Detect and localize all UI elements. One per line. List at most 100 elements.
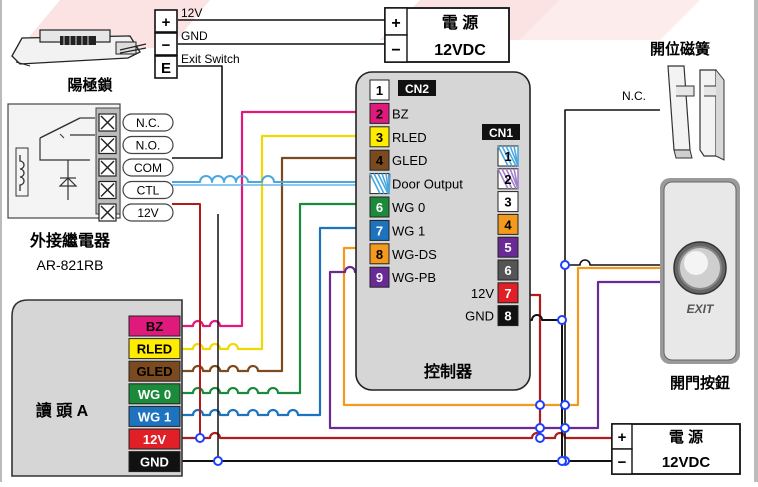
power-bottom-voltage: 12VDC <box>662 454 711 471</box>
junction-dot <box>557 456 567 466</box>
relay-pin-4: 12V <box>98 203 174 222</box>
cn1-pin-1: 1 <box>497 145 519 167</box>
cn1-pin-number: 8 <box>504 309 511 324</box>
cn1-pin-number: 5 <box>504 240 511 255</box>
wire-wg0 <box>180 202 370 395</box>
cn2-pin-number: 3 <box>376 130 383 145</box>
reader-wire-0: BZ <box>128 315 181 337</box>
junction-dot <box>535 433 545 443</box>
cn1-pin-6: 6 <box>497 259 519 281</box>
relay-title: 外接繼電器 <box>29 231 111 250</box>
wire-cn1-gnd <box>518 314 563 461</box>
power-top-plus: + <box>391 15 400 32</box>
exit-button-face-text: EXIT <box>687 302 715 316</box>
relay-pin-label: N.O. <box>136 139 161 153</box>
cn2-pin-number: 4 <box>376 153 384 168</box>
power-supply-bottom: + − 電 源 12VDC <box>611 423 741 475</box>
cn1-pin-3: 3 <box>497 191 519 213</box>
wire-layer <box>172 19 660 462</box>
junction-dot <box>560 423 570 433</box>
cn1-header: CN1 <box>482 124 520 140</box>
wire-relay-12v <box>172 203 201 438</box>
top-terminal-0: +12V <box>154 6 202 33</box>
reader-wire-6: GND <box>128 451 181 473</box>
top-terminal-symbol: E <box>161 60 171 77</box>
cn1-pin-2: 2 <box>497 168 519 190</box>
top-terminal-symbol: + <box>162 14 171 31</box>
junction-dot <box>195 433 205 443</box>
cn1-pin-number: 6 <box>504 263 511 278</box>
cn2-pin-label: WG 1 <box>392 223 425 238</box>
top-terminal-label: 12V <box>181 6 202 20</box>
door-sensor-title: 開位磁簧 <box>650 40 710 58</box>
cn2-pin-number: 7 <box>376 223 383 238</box>
wire-wg1 <box>180 226 370 417</box>
relay-pin-1: N.O. <box>98 135 174 155</box>
wire-bz <box>180 110 370 328</box>
reader-wire-2: GLED <box>128 360 181 382</box>
wire-wgpb <box>328 265 660 430</box>
cn2-pin-label: WG-DS <box>392 247 437 262</box>
junction-dots <box>195 260 570 466</box>
cn2-pin-number: 8 <box>376 247 383 262</box>
reader-wire-label: RLED <box>137 342 172 357</box>
wire-12v-reader <box>180 431 612 440</box>
cn1-pin-4: 4 <box>497 213 519 235</box>
cn2-pin-1: 1 <box>369 79 390 101</box>
relay-pin-label: CTL <box>137 184 160 198</box>
cn2-pin-number: 1 <box>376 83 383 98</box>
reader-wire-5: 12V <box>128 428 181 450</box>
relay-pin-list: N.C. N.O. COM CTL 12V <box>98 113 174 222</box>
cn2-pin-number: 2 <box>376 106 383 121</box>
cn1-pin-label: GND <box>465 309 494 324</box>
reader-wire-3: WG 0 <box>128 383 181 405</box>
cn1-pin-number: 1 <box>504 149 511 164</box>
junction-dot <box>560 260 570 270</box>
top-terminal-symbol: − <box>162 37 171 54</box>
junction-dot <box>535 400 545 410</box>
relay-pin-label: 12V <box>137 206 158 220</box>
cn1-label: CN1 <box>489 126 513 140</box>
controller-title: 控制器 <box>424 362 473 381</box>
cn2-pin-8: 8 WG-DS <box>369 243 437 265</box>
junction-dot <box>535 423 545 433</box>
wire-nc-sensor <box>564 109 660 461</box>
reader-wire-1: RLED <box>128 338 181 360</box>
exit-button-title: 開門按鈕 <box>670 374 730 392</box>
reader-title: 讀 頭 A <box>36 401 89 420</box>
power-supply-top: + − 電 源 12VDC <box>384 7 510 63</box>
strike-label: 陽極鎖 <box>67 76 113 94</box>
reader-wire-4: WG 1 <box>128 405 181 427</box>
cn2-pin-7: 7 WG 1 <box>369 219 425 241</box>
cn2-pin-number: 9 <box>376 270 383 285</box>
cn1-pin-number: 4 <box>504 217 512 232</box>
power-bottom-minus: − <box>618 454 627 471</box>
relay-model: AR-821RB <box>37 257 104 273</box>
power-top-minus: − <box>391 42 400 59</box>
cn2-pin-number: 6 <box>376 200 383 215</box>
reader-wire-label: GND <box>140 455 169 470</box>
junction-dot <box>560 400 570 410</box>
relay-pin-0: N.C. <box>98 113 174 132</box>
wire-door-output <box>172 175 370 183</box>
reader-wire-label: BZ <box>146 319 163 334</box>
controller-body <box>355 71 531 391</box>
relay-pin-label: COM <box>134 161 162 175</box>
magnetic-sensor-icon <box>667 65 725 161</box>
electric-strike-icon <box>11 29 147 67</box>
power-top-title: 電 源 <box>442 13 478 32</box>
power-bottom-title: 電 源 <box>669 428 703 446</box>
relay-pin-label: N.C. <box>136 116 160 130</box>
reader-wire-label: GLED <box>136 364 172 379</box>
junction-dot <box>557 315 567 325</box>
